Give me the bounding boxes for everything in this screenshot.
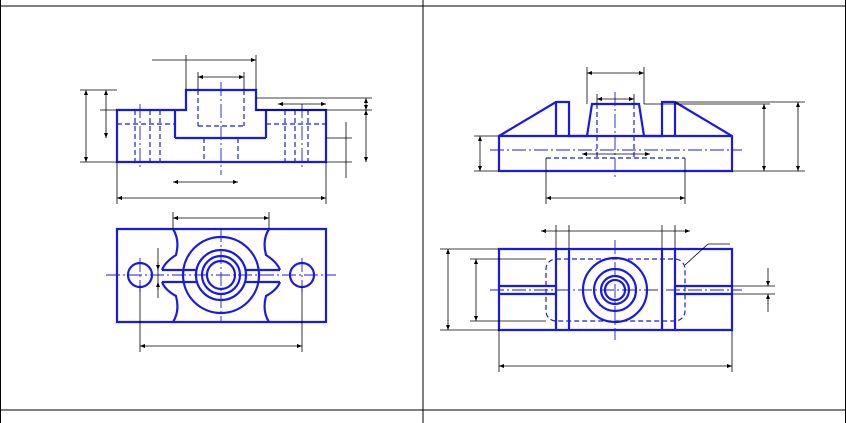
left-front-hidden-lines bbox=[117, 90, 326, 162]
left-top-view bbox=[106, 227, 336, 324]
right-top-view bbox=[490, 240, 742, 340]
right-front-view bbox=[490, 92, 742, 178]
right-front-dimensions bbox=[474, 67, 805, 204]
right-front-hidden-lines bbox=[546, 104, 685, 159]
left-top-dimensions bbox=[139, 212, 303, 352]
left-front-view bbox=[115, 82, 328, 175]
left-front-dimensions bbox=[80, 55, 372, 204]
right-top-dimensions bbox=[440, 225, 775, 372]
